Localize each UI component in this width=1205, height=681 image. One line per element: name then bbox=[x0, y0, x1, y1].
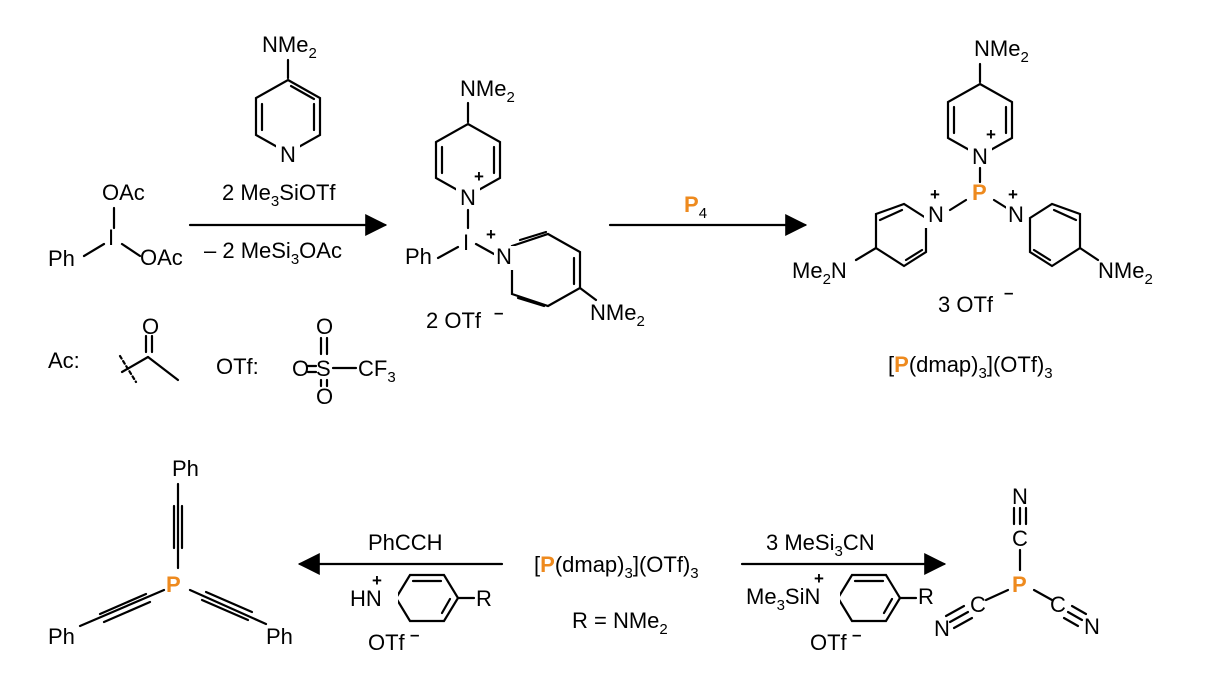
plus-charge: + bbox=[474, 167, 484, 186]
sulfur-label: S bbox=[316, 356, 331, 381]
phenyl-right-label: Ph bbox=[266, 624, 293, 649]
phenyl-left-label: Ph bbox=[48, 624, 75, 649]
plus-charge-2: + bbox=[486, 225, 496, 244]
r-definition: R = NMe2 bbox=[572, 608, 668, 638]
carbon-left: C bbox=[970, 592, 986, 617]
abbreviation-legend: Ac: O OTf: O S O O CF3 bbox=[48, 314, 396, 409]
step1-reagent-below: – 2 MeSi3OAc bbox=[204, 238, 342, 268]
plus-charge-right: + bbox=[1008, 185, 1018, 204]
p-dmap3-product: NMe2 N + P N + N Me2N N + N NMe2 3 OTf –… bbox=[792, 36, 1153, 382]
nme2-right-label: NMe2 bbox=[1098, 258, 1153, 288]
me2n-label: Me2N bbox=[792, 258, 847, 288]
step1-reagent-above: 2 Me3SiOTf bbox=[222, 180, 336, 210]
minus-charge: – bbox=[852, 625, 861, 644]
nme2-label: NMe2 bbox=[262, 32, 317, 62]
counter-2otf: 2 OTf bbox=[426, 308, 482, 333]
product-name: [P(dmap)3](OTf)3 bbox=[888, 352, 1053, 382]
acyl-o-label: O bbox=[142, 314, 159, 339]
step4-reagent: 3 MeSi3CN bbox=[766, 530, 875, 560]
plus-charge: + bbox=[986, 125, 996, 144]
plus-charge-left: + bbox=[930, 185, 940, 204]
cf3-label: CF3 bbox=[358, 356, 396, 386]
phi-oac2-molecule: OAc I Ph OAc bbox=[48, 180, 183, 271]
counter-3otf: 3 OTf bbox=[938, 292, 994, 317]
iodonium-intermediate: NMe2 N + I Ph N + N NMe2 2 OTf – bbox=[405, 76, 645, 333]
ac-label: Ac: bbox=[48, 348, 80, 373]
dmap-reagent: NMe2 N 2 Me3SiOTf bbox=[222, 32, 336, 210]
nme2-label: NMe2 bbox=[974, 36, 1029, 66]
tricyanophosphine: N C P C N C N bbox=[934, 484, 1100, 641]
otf-counter: OTf bbox=[368, 630, 406, 655]
phenyl-top-label: Ph bbox=[172, 456, 199, 481]
otf-counter: OTf bbox=[810, 630, 848, 655]
sulfonyl-o-bottom: O bbox=[316, 384, 333, 409]
iodine-label: I bbox=[108, 225, 114, 250]
otf-label: OTf: bbox=[216, 354, 259, 379]
step3-reagent: PhCCH bbox=[368, 530, 443, 555]
minus-charge: – bbox=[1004, 283, 1013, 302]
phenyl-label: Ph bbox=[48, 246, 75, 271]
sulfonyl-o-left: O bbox=[292, 356, 309, 381]
carbon-top: C bbox=[1012, 526, 1028, 551]
phosphorus-label: P bbox=[972, 180, 987, 205]
carbon-right: C bbox=[1050, 592, 1066, 617]
dmap-n-label: N bbox=[280, 142, 296, 167]
r-label: R bbox=[476, 586, 492, 611]
nitrile-n-left: N bbox=[934, 616, 950, 641]
phenyl-label: Ph bbox=[405, 244, 432, 269]
nme2-label: NMe2 bbox=[590, 300, 645, 330]
phosphorus-label: P bbox=[1012, 572, 1027, 597]
nitrile-n-top: N bbox=[1012, 484, 1028, 509]
hn-label: HN bbox=[350, 586, 382, 611]
phosphorus-label: P bbox=[166, 572, 181, 597]
minus-charge: – bbox=[410, 625, 419, 644]
pyridinium-n-label: N bbox=[460, 185, 476, 210]
plus-charge: + bbox=[372, 571, 382, 590]
step2-reagent: P4 bbox=[684, 192, 707, 222]
iodine-label: I bbox=[463, 230, 469, 255]
r-label: R bbox=[918, 584, 934, 609]
minus-charge: – bbox=[494, 303, 503, 322]
plus-charge: + bbox=[814, 569, 824, 588]
sulfonyl-o-top: O bbox=[316, 314, 333, 339]
silyl-pyridinium-reagent: Me3SiN + R OTf – bbox=[744, 569, 934, 655]
nitrile-n-right: N bbox=[1084, 614, 1100, 639]
center-reagent: [P(dmap)3](OTf)3 bbox=[534, 552, 699, 582]
me3si-label: Me3SiN bbox=[746, 584, 820, 614]
pyridinium-n-label: N bbox=[972, 144, 988, 169]
svg-text:N: N bbox=[496, 244, 512, 269]
nme2-label: NMe2 bbox=[460, 76, 515, 106]
pyridinium-h-reagent: HN + R OTf – bbox=[346, 571, 492, 655]
tris-alkynyl-phosphine: Ph P Ph Ph bbox=[48, 456, 293, 649]
svg-text:N: N bbox=[928, 202, 944, 227]
oac-right-label: OAc bbox=[140, 245, 183, 270]
oac-top-label: OAc bbox=[102, 180, 145, 205]
svg-text:N: N bbox=[1008, 202, 1024, 227]
